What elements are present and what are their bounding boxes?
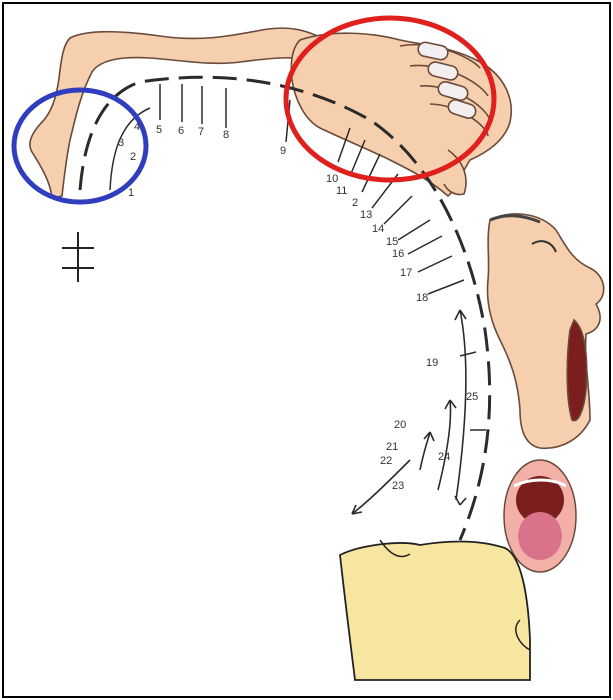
tick-label-13: 13 — [360, 209, 372, 221]
tray-illustration — [340, 540, 530, 680]
face-illustration — [488, 214, 604, 448]
tick-label-19: 19 — [426, 357, 438, 369]
crosshair-mark — [62, 232, 94, 282]
tick-label-4: 4 — [134, 121, 140, 133]
tick-label-12: 2 — [352, 197, 358, 209]
tick-label-11: 11 — [336, 185, 347, 197]
arrows — [352, 310, 466, 514]
tick-label-16: 16 — [392, 248, 404, 260]
tick-label-20: 20 — [394, 419, 406, 431]
tick-label-1: 1 — [128, 187, 134, 199]
tick-label-5: 5 — [156, 124, 162, 136]
tick-label-2: 2 — [130, 151, 136, 163]
tick-label-17: 17 — [400, 267, 412, 279]
tick-label-14: 14 — [372, 223, 384, 235]
tick-label-7: 7 — [198, 126, 204, 138]
tick-label-15: 15 — [386, 236, 398, 248]
tick-label-9: 9 — [280, 145, 286, 157]
tick-label-8: 8 — [223, 129, 229, 141]
open-mouth-illustration — [504, 460, 576, 572]
tick-label-18: 18 — [416, 292, 428, 304]
tick-label-22: 22 — [380, 455, 392, 467]
tick-label-6: 6 — [178, 125, 184, 137]
tick-label-24: 24 — [438, 451, 450, 463]
tick-label-23: 23 — [392, 480, 404, 492]
tick-label-21: 21 — [386, 441, 398, 453]
tick-label-3: 3 — [118, 137, 124, 149]
tick-label-10: 10 — [326, 173, 338, 185]
tick-label-25: 25 — [466, 391, 478, 403]
